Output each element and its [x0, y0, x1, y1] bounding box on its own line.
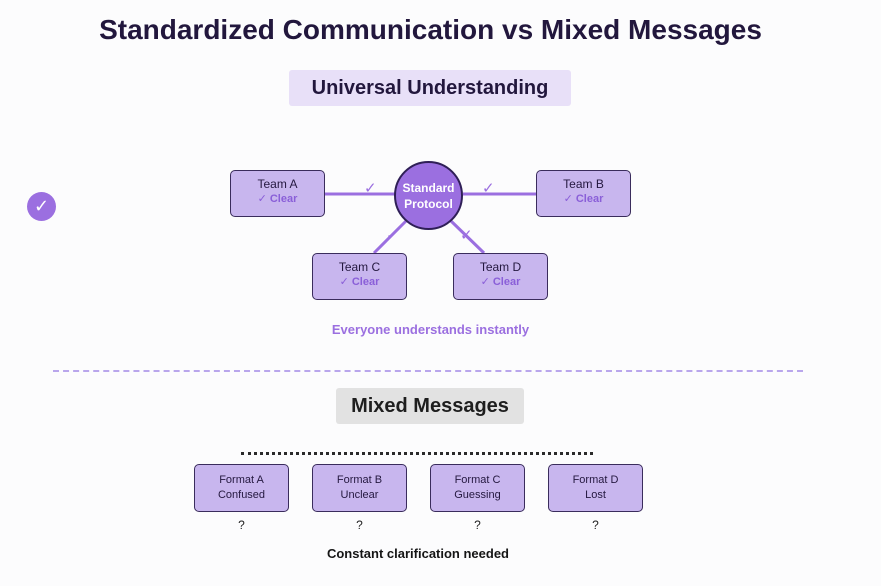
dotted-connector: [241, 452, 593, 455]
format-name: Format D: [572, 474, 619, 486]
wire-team-d: [449, 219, 486, 255]
team-status: ✓ Clear: [563, 193, 604, 205]
format-name: Format B: [336, 474, 383, 486]
wire-check-c: ✓: [386, 226, 399, 244]
format-state: Lost: [585, 489, 606, 501]
team-name: Team B: [563, 177, 604, 191]
format-d-box: Format D Lost: [548, 464, 643, 512]
clarification-caption: Constant clarification needed: [326, 546, 510, 561]
mixed-messages-banner: Mixed Messages: [336, 388, 524, 424]
team-c-node: Team C ✓ Clear: [312, 253, 407, 300]
team-a-node: Team A ✓ Clear: [230, 170, 325, 217]
hub-label-line1: Standard: [402, 180, 455, 195]
team-name: Team A: [257, 177, 298, 191]
format-name: Format C: [454, 474, 501, 486]
section-divider: [53, 370, 803, 372]
question-mark-a: ?: [238, 518, 245, 532]
understanding-caption: Everyone understands instantly: [331, 322, 530, 337]
team-d-node: Team D ✓ Clear: [453, 253, 548, 300]
format-state: Unclear: [340, 489, 379, 501]
format-state: Guessing: [454, 489, 501, 501]
team-status: ✓ Clear: [480, 276, 521, 288]
team-name: Team C: [338, 260, 381, 274]
standard-protocol-hub: Standard Protocol: [394, 161, 463, 230]
wire-check-a: ✓: [364, 179, 377, 197]
check-badge-icon: ✓: [27, 192, 56, 221]
question-mark-c: ?: [474, 518, 481, 532]
format-c-box: Format C Guessing: [430, 464, 525, 512]
team-name: Team D: [479, 260, 522, 274]
question-mark-b: ?: [356, 518, 363, 532]
wire-check-d: ✓: [460, 226, 473, 244]
format-state: Confused: [217, 489, 266, 501]
team-status: ✓ Clear: [257, 193, 298, 205]
universal-understanding-banner: Universal Understanding: [289, 70, 571, 106]
hub-label-line2: Protocol: [404, 196, 453, 211]
wire-check-b: ✓: [482, 179, 495, 197]
team-b-node: Team B ✓ Clear: [536, 170, 631, 217]
team-status: ✓ Clear: [339, 276, 380, 288]
format-name: Format A: [219, 474, 264, 486]
format-a-box: Format A Confused: [194, 464, 289, 512]
page-title: Standardized Communication vs Mixed Mess…: [99, 14, 762, 45]
question-mark-d: ?: [592, 518, 599, 532]
wire-team-c: [372, 219, 408, 255]
format-b-box: Format B Unclear: [312, 464, 407, 512]
